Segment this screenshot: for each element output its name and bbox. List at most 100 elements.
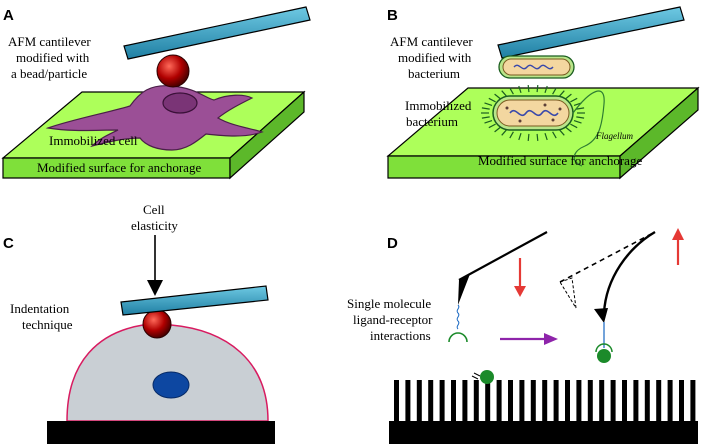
receptor-pillar: [485, 380, 491, 422]
pilus: [570, 97, 578, 103]
pilus: [494, 126, 501, 133]
pilus: [576, 116, 585, 119]
pilus: [501, 129, 507, 136]
receptor-pillar: [394, 380, 399, 422]
immobilized-bacterium-label: Immobilized bacterium: [405, 98, 475, 129]
immobilized-bacterium-label-line1: Immobilized: [405, 98, 472, 113]
pilus: [481, 116, 490, 119]
cantilever-c-icon: [120, 285, 269, 316]
receptor-pillar: [587, 380, 593, 422]
panel-d-letter: D: [387, 235, 398, 252]
immobilized-bacterium-icon: [481, 85, 585, 141]
anchorage-surface-b: [386, 86, 700, 180]
receptor-pillar: [633, 380, 639, 422]
nucleus-icon: [152, 371, 190, 399]
pilus: [488, 123, 496, 129]
cantilever-b-label: AFM cantilever modified with bacterium: [390, 34, 476, 81]
bound-ligand-icon: [597, 349, 611, 363]
afm-tip-dashed-icon: [559, 277, 577, 309]
pilus: [565, 126, 572, 133]
flagellum-icon: [572, 90, 605, 167]
receptor-pillar: [439, 380, 445, 422]
receptor-pillar: [576, 380, 582, 422]
afm-tip-left-icon: [458, 274, 470, 305]
immobilized-bacterium-label-line2: bacterium: [406, 114, 458, 129]
cantilever-d-bent-icon: [602, 230, 656, 314]
indentation-bead-icon: [142, 309, 172, 339]
pilus: [509, 87, 514, 95]
pilus: [536, 133, 539, 141]
cantilever-d-left-icon: [458, 231, 548, 281]
surface-side-b: [619, 86, 699, 180]
cantilever-b-icon: [497, 6, 685, 59]
indentation-label-line1: Indentation: [10, 301, 70, 316]
pilus: [484, 102, 493, 106]
arrow-up-red-head: [672, 228, 684, 240]
flagellum-label: Flagellum: [595, 131, 633, 141]
receptor-pillar: [610, 380, 616, 422]
cantilever-a-icon: [123, 6, 311, 60]
panel-a: A AFM cantilever modified with a bead/pa…: [1, 6, 311, 180]
pilus: [527, 133, 530, 141]
receptor-pillar: [508, 380, 513, 422]
receptor-pillar: [667, 380, 673, 422]
panel-c: C Cell elasticity Indentation technique: [3, 202, 275, 444]
receptor-pillar: [690, 380, 696, 422]
pilus: [488, 97, 496, 103]
cell-elasticity-label: Cell elasticity: [131, 202, 178, 233]
pilus: [552, 131, 557, 139]
receptor-pillar: [451, 380, 456, 422]
pilus: [501, 90, 507, 97]
receptor-pillar: [599, 380, 605, 422]
pilus: [544, 133, 548, 141]
receptor-pillar: [428, 380, 434, 422]
bead-icon: [156, 54, 190, 88]
pilus: [536, 85, 539, 93]
cell-elasticity-label-line1: Cell: [143, 202, 165, 217]
receptor-pillar: [462, 380, 468, 422]
free-ligand-icon: [480, 370, 494, 384]
pilus: [565, 93, 572, 100]
receptor-pillar: [416, 380, 422, 422]
pilus: [518, 133, 522, 141]
indentation-technique-label: Indentation technique: [10, 301, 73, 332]
receptor-pillars: [394, 380, 696, 422]
cantilever-d-dashed-icon: [559, 231, 656, 283]
receptor-pillar: [542, 380, 548, 422]
cantilever-a-label-line1: AFM cantilever: [8, 34, 91, 49]
receptor-pillar: [656, 380, 662, 422]
panel-b: B AFM cantilever modified with b: [386, 6, 700, 180]
substrate-c: [47, 421, 275, 444]
receptor-pillar: [679, 380, 684, 422]
pilus: [573, 120, 582, 124]
cantilever-b-label-line2: modified with: [398, 50, 472, 65]
receptor-cup-icon: [448, 332, 468, 343]
cell-elasticity-label-line2: elasticity: [131, 218, 178, 233]
arrow-right-purple-head: [544, 333, 558, 345]
receptor-pillar: [553, 380, 559, 422]
pilus: [518, 85, 522, 93]
pilus: [509, 131, 514, 139]
ligand-linker-icon: [471, 372, 481, 380]
cantilever-a-label-line3: a bead/particle: [11, 66, 87, 81]
cell-nucleus-icon: [162, 92, 198, 114]
receptor-pillar: [519, 380, 525, 422]
cantilever-b-label-line1: AFM cantilever: [390, 34, 473, 49]
receptor-pillar: [644, 380, 650, 422]
pilus: [576, 107, 585, 110]
linker-spring-icon: [456, 304, 460, 330]
surface-b-label: Modified surface for anchorage: [478, 153, 642, 168]
surface-a-label: Modified surface for anchorage: [37, 160, 201, 175]
pilus: [527, 85, 530, 93]
panel-c-letter: C: [3, 235, 14, 252]
receptor-pillar: [473, 380, 479, 422]
pilus: [481, 107, 490, 110]
ligand-receptor-label-line2: ligand-receptor: [353, 312, 433, 327]
receptor-pillar: [496, 380, 502, 422]
pilus: [559, 90, 565, 97]
ligand-receptor-label-line3: interactions: [370, 328, 431, 343]
cantilever-b-label-line3: bacterium: [408, 66, 460, 81]
receptor-pillar: [530, 380, 536, 422]
ligand-receptor-label-line1: Single molecule: [347, 296, 431, 311]
substrate-d: [389, 421, 698, 444]
